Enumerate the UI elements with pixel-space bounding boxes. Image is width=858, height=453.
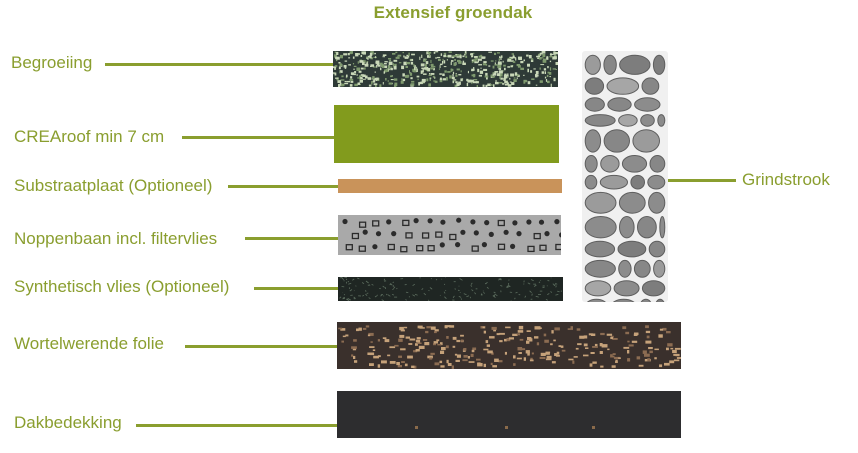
layer-crearoof [334, 105, 559, 163]
layer-label-noppenbaan: Noppenbaan incl. filtervlies [14, 229, 218, 248]
leader-line-dakbedekking [136, 424, 338, 427]
layer-synthetisch-vlies [338, 277, 563, 301]
layer-noppenbaan [338, 215, 561, 255]
diagram-title: Extensief groendak [373, 3, 533, 22]
leader-line-substraatplaat [228, 185, 338, 188]
layer-grindstrook [582, 51, 668, 302]
layer-wortelwerende-folie [337, 322, 681, 369]
leader-line-crearoof [182, 136, 334, 139]
layer-label-begroeiing: Begroeiing [11, 53, 93, 72]
layer-dakbedekking [337, 391, 681, 438]
layer-label-dakbedekking: Dakbedekking [14, 413, 122, 432]
layer-substraatplaat [338, 179, 562, 193]
layer-label-substraatplaat: Substraatplaat (Optioneel) [14, 176, 213, 195]
leader-line-synthetisch-vlies [254, 287, 338, 290]
side-label-grindstrook: Grindstrook [742, 170, 830, 189]
leader-line-wortelwerende-folie [185, 345, 337, 348]
layer-begroeiing [333, 51, 558, 87]
layer-label-crearoof: CREAroof min 7 cm [14, 127, 165, 146]
layer-label-wortelwerende-folie: Wortelwerende folie [14, 334, 164, 353]
leader-line-begroeiing [105, 63, 333, 66]
leader-line-grindstrook [668, 179, 736, 182]
leader-line-noppenbaan [245, 237, 338, 240]
layer-label-synthetisch-vlies: Synthetisch vlies (Optioneel) [14, 277, 230, 296]
